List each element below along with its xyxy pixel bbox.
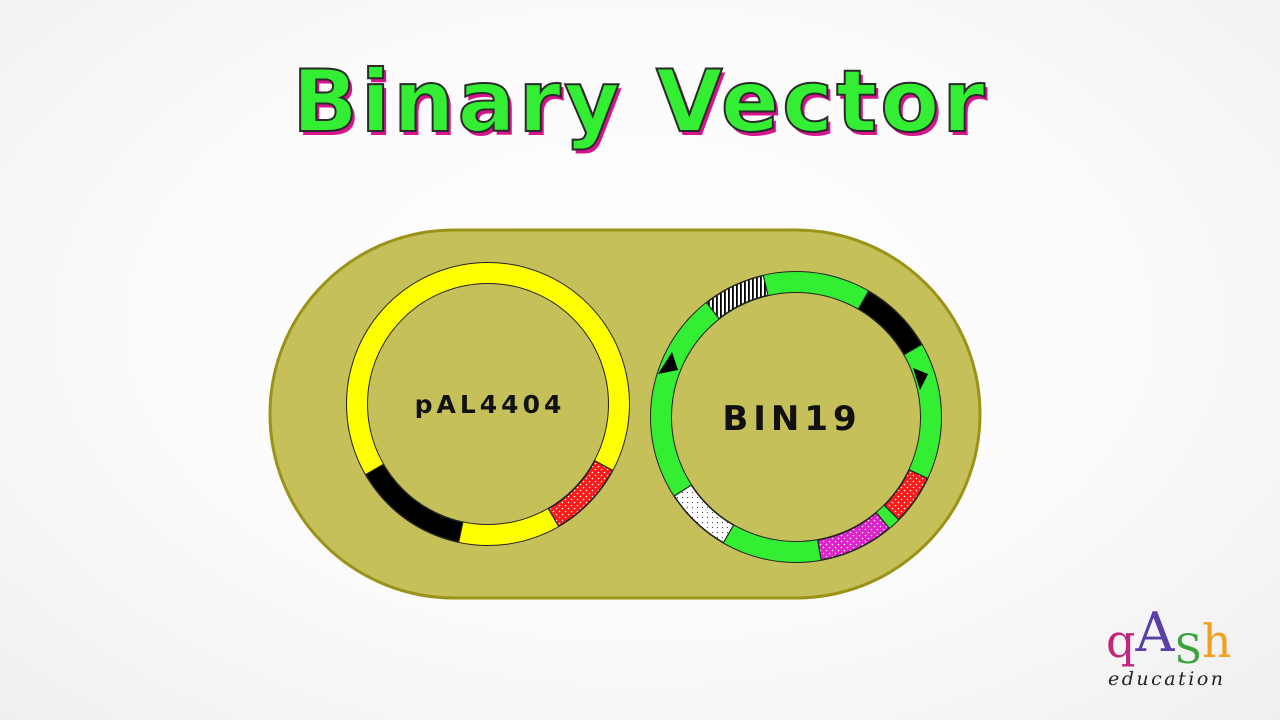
bin19-red-segment [883, 469, 929, 521]
logo-subtitle: education [1108, 668, 1226, 690]
pal4404-ring-fill [347, 263, 629, 545]
right-border-arrow [913, 368, 928, 390]
bin19-ring-fill [651, 272, 941, 562]
logo-letter-h: h [1201, 614, 1232, 668]
pal4404-label: pAL4404 [415, 390, 566, 419]
page-title: Binary Vector [291, 51, 988, 153]
bin19-black-segment [857, 290, 923, 356]
bin19-white-segment [673, 484, 735, 544]
plasmid-bin19: BIN19 [650, 271, 942, 563]
pal4404-ori-segment [365, 463, 464, 543]
bin19-label: BIN19 [722, 399, 861, 439]
qash-education-logo: qASh education [1100, 601, 1250, 702]
logo-letter-a: A [1135, 601, 1175, 664]
plasmid-pal4404: pAL4404 [346, 262, 630, 546]
logo-letter-q: q [1106, 614, 1136, 668]
bin19-hatched-segment [705, 274, 769, 320]
bin19-magenta-segment [817, 511, 891, 561]
logo-letter-s: S [1174, 627, 1202, 673]
pal4404-vir-region-segment [547, 459, 614, 527]
left-border-arrow [658, 352, 678, 374]
